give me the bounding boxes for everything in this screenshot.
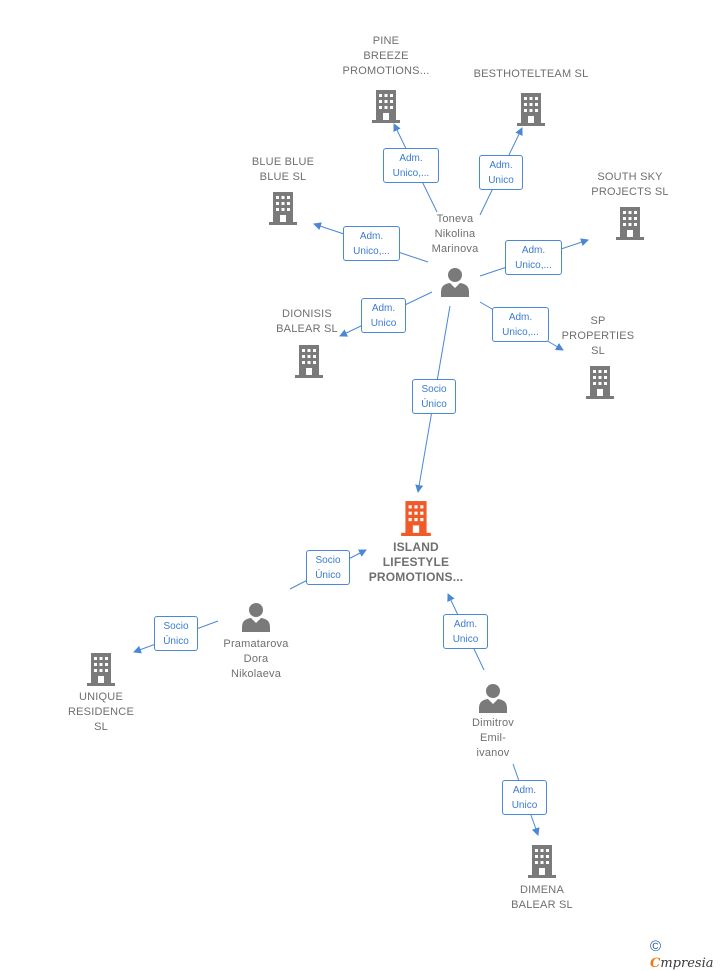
relation-label-toneva-southsky[interactable]: Adm. Unico,... — [505, 240, 562, 275]
company-node-besthotelteam[interactable]: BESTHOTELTEAM SL — [464, 67, 598, 126]
building-icon — [269, 192, 297, 225]
company-node-pine-breeze[interactable]: PINE BREEZE PROMOTIONS... — [330, 34, 442, 123]
building-icon — [401, 501, 431, 536]
person-label: Dimitrov Emil- ivanov — [472, 717, 514, 759]
company-label: BLUE BLUE BLUE SL — [251, 156, 315, 183]
relation-label-pramatarova-island[interactable]: Socio Único — [306, 550, 350, 585]
building-icon — [586, 366, 614, 399]
building-icon — [295, 345, 323, 378]
building-icon — [517, 93, 545, 126]
person-label: Toneva Nikolina Marinova — [431, 213, 479, 255]
person-node-pramatarova[interactable]: Pramatarova Dora Nikolaeva — [210, 602, 302, 682]
relation-label-dimitrov-dimena[interactable]: Adm. Unico — [502, 780, 547, 815]
company-node-blue-blue[interactable]: BLUE BLUE BLUE SL — [238, 155, 328, 225]
copyright-icon: © — [650, 938, 662, 955]
company-label: ISLAND LIFESTYLE PROMOTIONS... — [368, 540, 464, 584]
person-icon — [479, 684, 507, 713]
relation-label-toneva-dionisis[interactable]: Adm. Unico — [361, 298, 406, 333]
building-icon — [372, 90, 400, 123]
relation-label-toneva-island[interactable]: Socio Único — [412, 379, 456, 414]
person-node-dimitrov[interactable]: Dimitrov Emil- ivanov — [448, 683, 538, 761]
person-icon — [242, 603, 270, 632]
relation-label-toneva-pine[interactable]: Adm. Unico,... — [383, 148, 439, 183]
company-node-unique-residence[interactable]: UNIQUE RESIDENCE SL — [56, 652, 146, 735]
company-label: SP PROPERTIES SL — [561, 315, 635, 357]
company-label: BESTHOTELTEAM SL — [473, 68, 589, 80]
relation-label-toneva-blueblue[interactable]: Adm. Unico,... — [343, 226, 400, 261]
company-node-dionisis[interactable]: DIONISIS BALEAR SL — [262, 307, 352, 378]
company-label: PINE BREEZE PROMOTIONS... — [342, 35, 430, 77]
company-node-sp-properties[interactable]: SP PROPERTIES SL — [555, 314, 641, 399]
company-label: SOUTH SKY PROJECTS SL — [591, 171, 669, 198]
relation-label-dimitrov-island[interactable]: Adm. Unico — [443, 614, 488, 649]
building-icon — [528, 845, 556, 878]
company-node-island-lifestyle[interactable]: ISLAND LIFESTYLE PROMOTIONS... — [356, 500, 476, 585]
relation-label-toneva-sp[interactable]: Adm. Unico,... — [492, 307, 549, 342]
person-node-toneva[interactable]: Toneva Nikolina Marinova — [410, 212, 500, 297]
company-node-south-sky[interactable]: SOUTH SKY PROJECTS SL — [578, 170, 682, 240]
company-label: UNIQUE RESIDENCE SL — [68, 691, 134, 733]
brand-logo: Cmpresia — [650, 956, 714, 971]
person-label: Pramatarova Dora Nikolaeva — [223, 638, 289, 680]
company-label: DIONISIS BALEAR SL — [276, 308, 338, 335]
footer-brand[interactable]: © Cmpresia — [650, 938, 728, 971]
relation-label-pramatarova-unique[interactable]: Socio Único — [154, 616, 198, 651]
company-label: DIMENA BALEAR SL — [511, 884, 573, 911]
building-icon — [616, 207, 644, 240]
relation-label-toneva-besthotel[interactable]: Adm. Unico — [479, 155, 523, 190]
building-icon — [87, 653, 115, 686]
person-icon — [441, 268, 469, 297]
company-node-dimena-balear[interactable]: DIMENA BALEAR SL — [496, 844, 588, 913]
